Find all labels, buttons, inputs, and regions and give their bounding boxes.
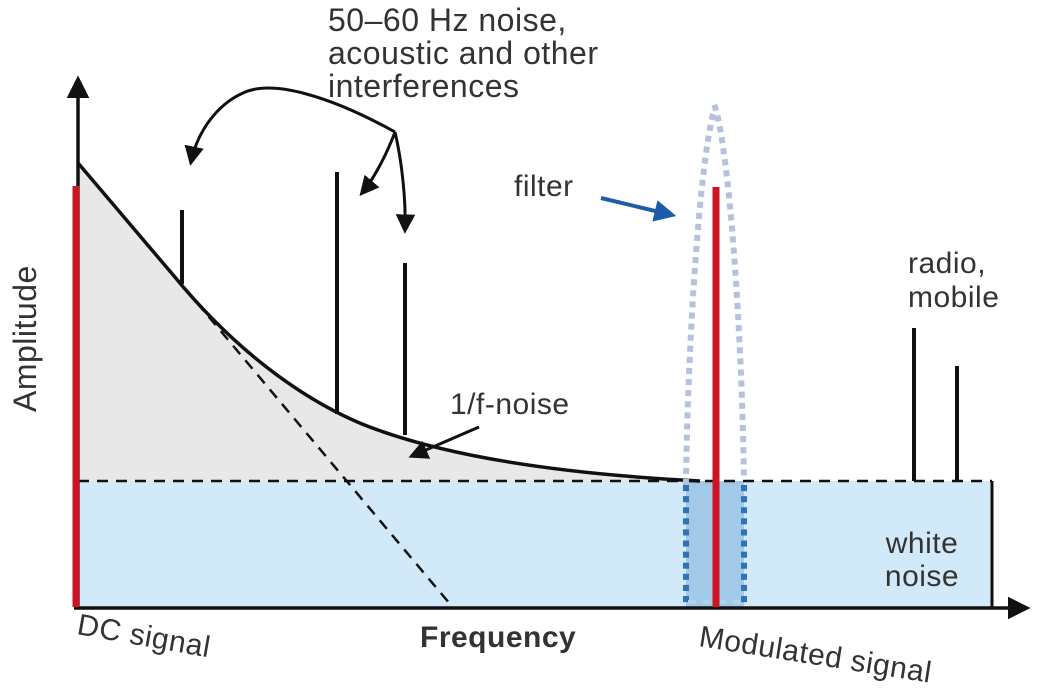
white-noise-label-line-2: noise <box>885 560 959 593</box>
interference-arrow-1 <box>184 86 396 166</box>
radio-label-line-2: mobile <box>908 281 999 314</box>
white-noise-label-line-1: white <box>885 527 959 560</box>
filter-curve <box>682 97 748 486</box>
one-over-f-label: 1/f-noise <box>450 388 570 421</box>
interference-arrow-2 <box>359 131 397 196</box>
modulated-signal-label: Modulated signal <box>697 620 934 689</box>
one-over-f-asymptote-dashed-line <box>171 272 451 605</box>
one-over-f-curve <box>76 161 701 483</box>
interference-label-line-1: 50–60 Hz noise, <box>328 2 567 38</box>
interference-arrow-3 <box>393 131 416 234</box>
filter-arrow <box>600 196 677 222</box>
interference-label-line-3: interferences <box>328 68 519 104</box>
radio-label-line-1: radio, <box>908 247 986 280</box>
white-noise-region <box>79 481 992 607</box>
amplitude-axis-label: Amplitude <box>7 265 43 412</box>
one-over-f-region <box>78 163 700 481</box>
interference-label-line-2: acoustic and other <box>328 35 599 71</box>
dc-signal-label: DC signal <box>75 608 213 664</box>
one-over-f-arrow <box>408 425 480 459</box>
filter-label: filter <box>514 170 574 203</box>
frequency-axis-label: Frequency <box>420 621 576 654</box>
